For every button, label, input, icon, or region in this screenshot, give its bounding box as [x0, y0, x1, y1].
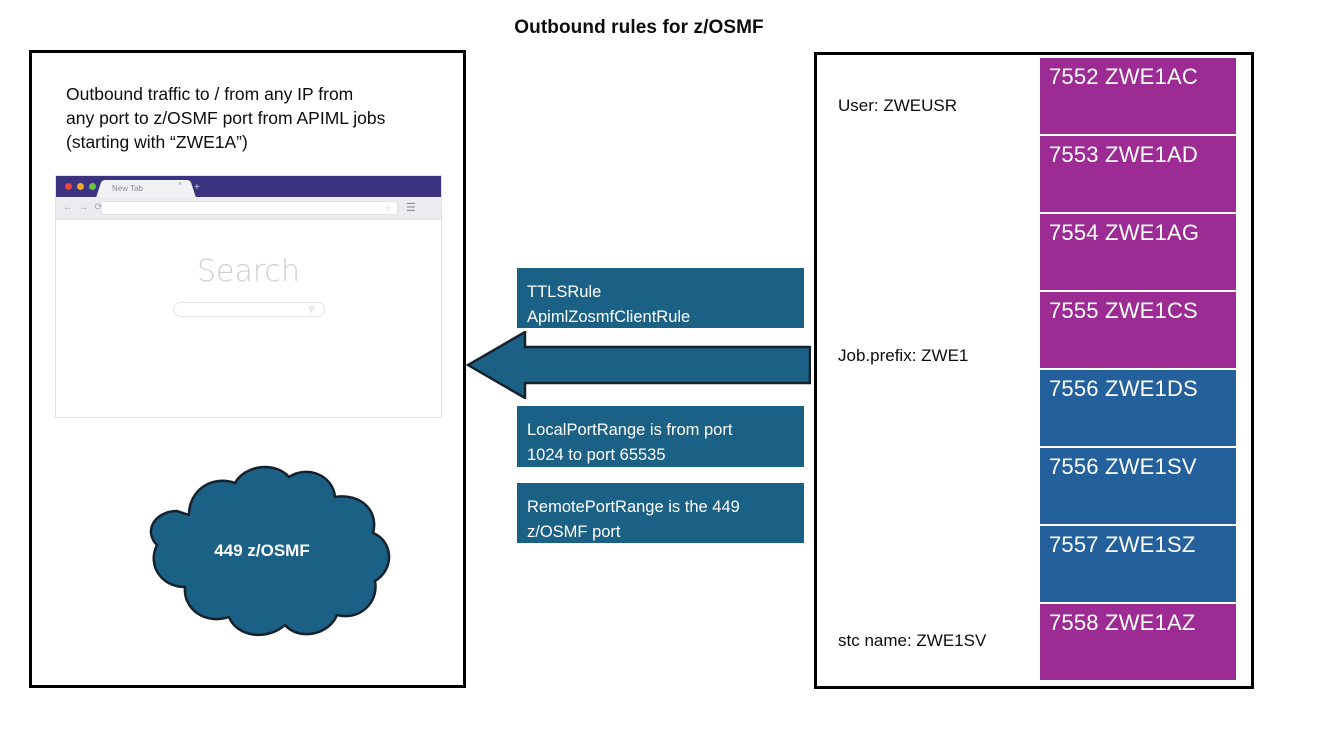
bookmark-star-icon[interactable]: ☆ [384, 204, 392, 213]
port-box: 7558 ZWE1AZ [1040, 604, 1236, 680]
ttls-rule-label: TTLSRule ApimlZosmfClientRule [517, 268, 804, 328]
browser-tab-label: New Tab [112, 184, 143, 193]
job-prefix-label: Job.prefix: ZWE1 [838, 346, 969, 365]
url-input[interactable]: ☆ [101, 201, 398, 215]
local-port-range-label: LocalPortRange is from port 1024 to port… [517, 406, 804, 467]
browser-mockup: New Tab × + ← → ⟳ ☆ ☰ Search ⚲ [55, 175, 442, 418]
port-box: 7557 ZWE1SZ [1040, 526, 1236, 602]
left-panel: Outbound traffic to / from any IP from a… [29, 50, 466, 688]
browser-toolbar: ← → ⟳ ☆ ☰ [56, 197, 441, 220]
window-minimize-icon[interactable] [77, 183, 84, 190]
stc-name-label: stc name: ZWE1SV [838, 631, 987, 650]
browser-tab[interactable]: New Tab × [104, 180, 188, 197]
port-box: 7553 ZWE1AD [1040, 136, 1236, 212]
remote-port-range-label: RemotePortRange is the 449 z/OSMF port [517, 483, 804, 543]
search-icon: ⚲ [308, 305, 315, 314]
window-close-icon[interactable] [65, 183, 72, 190]
browser-titlebar: New Tab × + [56, 176, 441, 197]
port-box: 7552 ZWE1AC [1040, 58, 1236, 134]
hamburger-menu-icon[interactable]: ☰ [406, 202, 416, 214]
port-box: 7554 ZWE1AG [1040, 214, 1236, 290]
window-maximize-icon[interactable] [89, 183, 96, 190]
new-tab-plus-icon[interactable]: + [194, 182, 200, 193]
page-title: Outbound rules for z/OSMF [514, 17, 764, 38]
navigation-icons[interactable]: ← → ⟳ [63, 202, 105, 213]
user-label: User: ZWEUSR [838, 96, 957, 115]
tab-close-icon[interactable]: × [177, 181, 182, 188]
outbound-arrow [465, 329, 812, 401]
zosmf-cloud: 449 z/OSMF [117, 453, 407, 653]
search-input[interactable]: ⚲ [172, 302, 325, 317]
browser-content: Search ⚲ [56, 220, 441, 417]
port-box: 7555 ZWE1CS [1040, 292, 1236, 368]
left-panel-caption: Outbound traffic to / from any IP from a… [66, 84, 386, 152]
port-box: 7556 ZWE1SV [1040, 448, 1236, 524]
cloud-shape [149, 465, 391, 637]
left-arrow-icon [465, 329, 812, 401]
search-heading: Search [196, 254, 301, 289]
port-box: 7556 ZWE1DS [1040, 370, 1236, 446]
right-panel: User: ZWEUSR Job.prefix: ZWE1 stc name: … [814, 52, 1254, 689]
